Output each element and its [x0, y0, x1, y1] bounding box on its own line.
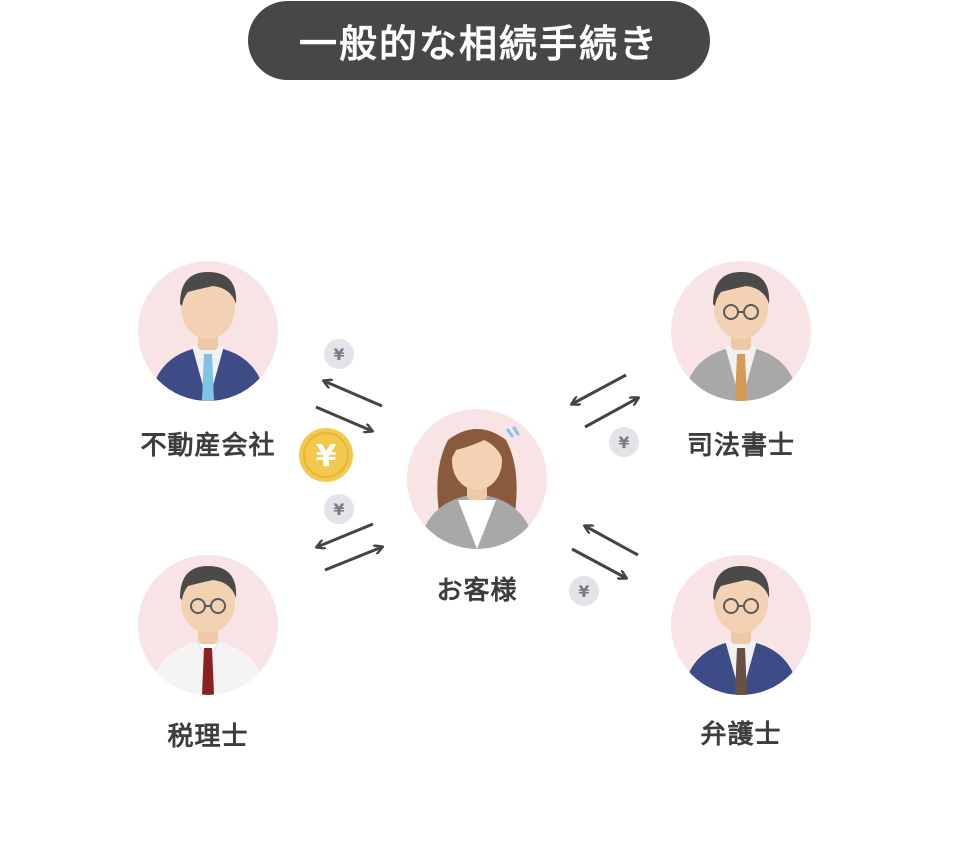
arrow-to-customer — [572, 373, 627, 404]
arrow-to-real-estate — [324, 381, 383, 408]
judicial-scrivener-avatar — [671, 261, 811, 401]
gold-yen-coin-icon: ¥ — [299, 428, 353, 482]
yen-symbol: ¥ — [333, 500, 344, 519]
tax-accountant-avatar — [138, 555, 278, 695]
yen-coin-icon: ¥ — [609, 427, 639, 457]
yen-symbol: ¥ — [618, 433, 629, 452]
party-label-lawyer: 弁護士 — [700, 720, 782, 750]
title-banner: 一般的な相続手続き — [248, 1, 710, 80]
party-label-tax-accountant: 税理士 — [167, 722, 249, 752]
yen-symbol: ¥ — [316, 439, 337, 474]
arrow-to-customer — [315, 405, 372, 431]
arrow-to-tax-accountant — [317, 522, 374, 547]
lawyer-avatar — [671, 555, 811, 695]
arrow-to-customer — [324, 547, 382, 572]
yen-coin-icon: ¥ — [324, 339, 354, 369]
customer-label: お客様 — [436, 576, 518, 606]
page-title: 一般的な相続手続き — [298, 22, 659, 66]
arrow-to-lawyer — [571, 547, 626, 578]
arrow-to-customer — [585, 526, 639, 557]
yen-symbol: ¥ — [333, 345, 344, 364]
party-label-judicial-scrivener: 司法書士 — [686, 431, 795, 461]
yen-symbol: ¥ — [578, 582, 589, 601]
arrow-to-judicial-scrivener — [584, 398, 638, 429]
yen-coin-icon: ¥ — [324, 494, 354, 524]
yen-coin-icon: ¥ — [569, 576, 599, 606]
arrows-judicial-scrivener — [572, 373, 638, 429]
customer-avatar — [407, 409, 547, 549]
real-estate-avatar — [138, 261, 278, 401]
party-label-real-estate: 不動産会社 — [140, 431, 276, 461]
arrows-tax-accountant — [317, 522, 382, 572]
arrows-real-estate — [315, 381, 383, 431]
arrows-lawyer — [571, 526, 639, 578]
